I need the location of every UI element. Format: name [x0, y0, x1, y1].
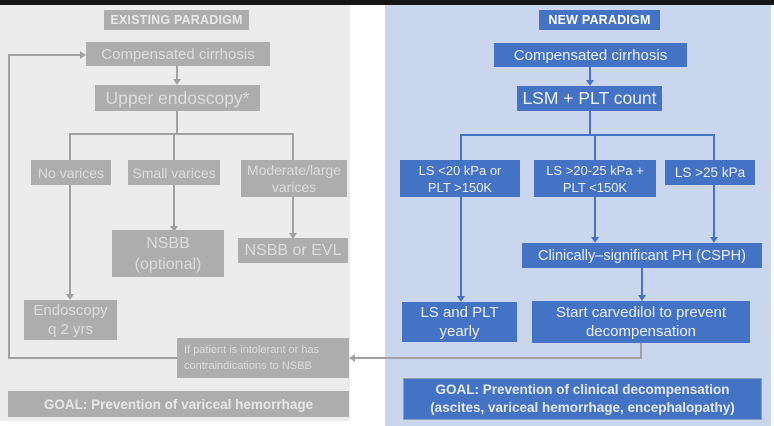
connector-compensated-to-lsm — [589, 67, 591, 80]
node-lsm-plt-count: LSM + PLT count — [517, 86, 662, 111]
connector-drop-ls-lt20 — [460, 134, 462, 160]
arrowhead-down-icon — [170, 226, 178, 232]
title-label: NEW PARADIGM — [548, 13, 651, 27]
connector-drop-no-varices — [69, 133, 71, 160]
arrowhead-down-icon — [638, 295, 646, 301]
node-label: NSBB — [146, 234, 190, 252]
connector-drop-ls-gt25 — [713, 134, 715, 160]
connector-no-varices-to-endoscopy-q2 — [69, 185, 71, 294]
arrowhead-right-icon — [80, 51, 86, 59]
node-label: PLT <150K — [562, 179, 628, 195]
node-no-varices: No varices — [31, 160, 111, 185]
node-ls-gt25: LS >25 kPa — [665, 160, 755, 185]
node-moderate-large-varices: Moderate/large varices — [241, 160, 347, 197]
node-label: LS >20-25 kPa + — [546, 162, 644, 178]
node-label: If patient is intolerant or has — [184, 344, 320, 356]
arrowhead-down-icon — [586, 80, 594, 86]
node-label: NSBB or EVL — [244, 241, 342, 259]
arrowhead-left-icon — [349, 354, 355, 362]
node-compensated-cirrhosis-existing: Compensated cirrhosis — [86, 42, 270, 66]
connector-carvedilol-to-intolerant — [355, 357, 642, 359]
node-label: Clinically–significant PH (CSPH) — [538, 247, 746, 264]
goal-label: (ascites, variceal hemorrhage, encephalo… — [430, 400, 735, 415]
node-label: yearly — [439, 323, 480, 340]
node-label: LS and PLT — [420, 304, 499, 321]
node-label: Small varices — [132, 164, 216, 181]
connector-feedback-to-compensated — [8, 54, 80, 56]
arrowhead-down-icon — [591, 237, 599, 243]
title-label: EXISTING PARADIGM — [110, 13, 243, 27]
node-label: PLT >150K — [427, 179, 493, 195]
node-ls-20-25: LS >20-25 kPa + PLT <150K — [534, 160, 656, 197]
node-upper-endoscopy: Upper endoscopy* — [95, 85, 260, 111]
node-start-carvedilol: Start carvedilol to prevent decompensati… — [532, 301, 750, 343]
node-nsbb-optional: NSBB (optional) — [112, 230, 224, 277]
node-intolerant-note: If patient is intolerant or has contrain… — [177, 338, 349, 378]
connector-intolerant-feedback-horizontal — [8, 357, 177, 359]
connector-small-varices-to-nsbb — [173, 185, 175, 226]
connector-csph-to-carvedilol — [641, 268, 643, 295]
arrowhead-down-icon — [173, 79, 181, 85]
existing-goal-banner: GOAL: Prevention of variceal hemorrhage — [8, 391, 349, 417]
arrowhead-down-icon — [710, 237, 718, 243]
connector-branch-bar — [69, 133, 294, 135]
existing-paradigm-title: EXISTING PARADIGM — [104, 10, 249, 30]
node-label: No varices — [37, 164, 105, 181]
connector-2025-to-csph — [594, 197, 596, 237]
node-label: Compensated cirrhosis — [101, 45, 255, 63]
node-label: contraindications to NSBB — [184, 360, 312, 372]
connector-feedback-vertical — [8, 54, 10, 359]
goal-label: GOAL: Prevention of clinical decompensat… — [435, 382, 730, 397]
connector-branch-bar — [460, 134, 715, 136]
node-label: (optional) — [134, 255, 202, 273]
node-label: varices — [271, 178, 317, 195]
node-label: decompensation — [585, 323, 697, 340]
connector-lsm-stem — [589, 111, 591, 134]
node-label: LS <20 kPa or — [418, 162, 502, 178]
node-ls-plt-yearly: LS and PLT yearly — [402, 302, 517, 342]
connector-lt20-to-yearly — [460, 197, 462, 296]
new-paradigm-panel — [385, 5, 771, 426]
node-csph: Clinically–significant PH (CSPH) — [522, 243, 762, 268]
goal-label: GOAL: Prevention of variceal hemorrhage — [43, 396, 314, 412]
node-label: LS >25 kPa — [674, 165, 746, 180]
connector-drop-small-varices — [173, 133, 175, 160]
arrowhead-down-icon — [289, 233, 297, 239]
top-border-bar — [0, 0, 774, 5]
connector-gt25-to-csph — [713, 185, 715, 237]
connector-drop-moderate-varices — [292, 133, 294, 160]
connector-drop-ls-20-25 — [594, 134, 596, 160]
connector-carvedilol-down — [640, 343, 642, 357]
node-label: LSM + PLT count — [522, 88, 657, 108]
node-nsbb-or-evl: NSBB or EVL — [238, 238, 348, 263]
node-label: Start carvedilol to prevent — [555, 304, 727, 321]
connector-endoscopy-stem — [176, 111, 178, 133]
node-ls-lt20: LS <20 kPa or PLT >150K — [400, 160, 520, 197]
new-paradigm-title: NEW PARADIGM — [539, 10, 660, 30]
node-endoscopy-q2yrs: Endoscopy q 2 yrs — [24, 300, 117, 340]
node-label: Endoscopy — [33, 302, 108, 319]
node-label: Compensated cirrhosis — [513, 46, 668, 64]
node-label: Moderate/large — [246, 161, 342, 178]
node-compensated-cirrhosis-new: Compensated cirrhosis — [494, 43, 687, 67]
arrowhead-down-icon — [66, 294, 74, 300]
node-label: q 2 yrs — [47, 321, 93, 338]
node-small-varices: Small varices — [128, 160, 220, 185]
connector-moderate-to-nsbb-evl — [292, 197, 294, 233]
arrowhead-down-icon — [457, 296, 465, 302]
connector-compensated-to-endoscopy — [176, 66, 178, 79]
new-goal-banner: GOAL: Prevention of clinical decompensat… — [403, 378, 762, 420]
node-label: Upper endoscopy* — [105, 87, 250, 108]
